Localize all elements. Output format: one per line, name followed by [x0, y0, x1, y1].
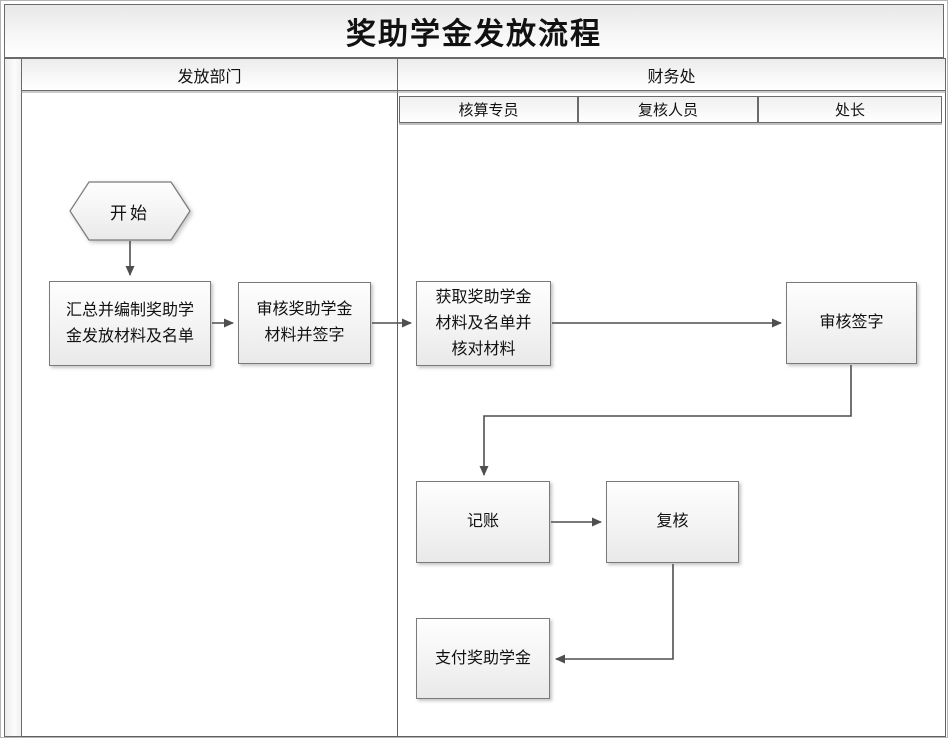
node-compile-materials: 汇总并编制奖助学 金发放材料及名单 [49, 281, 211, 366]
sublane-header-director: 处长 [758, 96, 942, 123]
hexagon-shape [69, 181, 191, 241]
lane-header-issuing-dept: 发放部门 [21, 58, 398, 91]
swimlane-left-strip [4, 58, 22, 737]
node-review-and-sign: 审核奖助学金 材料并签字 [238, 282, 371, 364]
node-bookkeeping: 记账 [416, 481, 550, 563]
node-obtain-and-verify: 获取奖助学金 材料及名单并 核对材料 [416, 281, 551, 366]
diagram-title: 奖助学金发放流程 [4, 4, 944, 58]
sublane-header-reviewer: 复核人员 [578, 96, 758, 123]
node-recheck: 复核 [606, 481, 739, 563]
node-audit-signature: 审核签字 [786, 282, 917, 364]
node-start-label: 开始 [110, 203, 150, 223]
node-start: 开始 [69, 181, 191, 241]
lane-header-finance-office: 财务处 [397, 58, 946, 91]
node-pay-scholarship: 支付奖助学金 [416, 618, 550, 699]
sublane-header-accounting-specialist: 核算专员 [399, 96, 578, 123]
lane-body-issuing-dept [21, 58, 398, 737]
